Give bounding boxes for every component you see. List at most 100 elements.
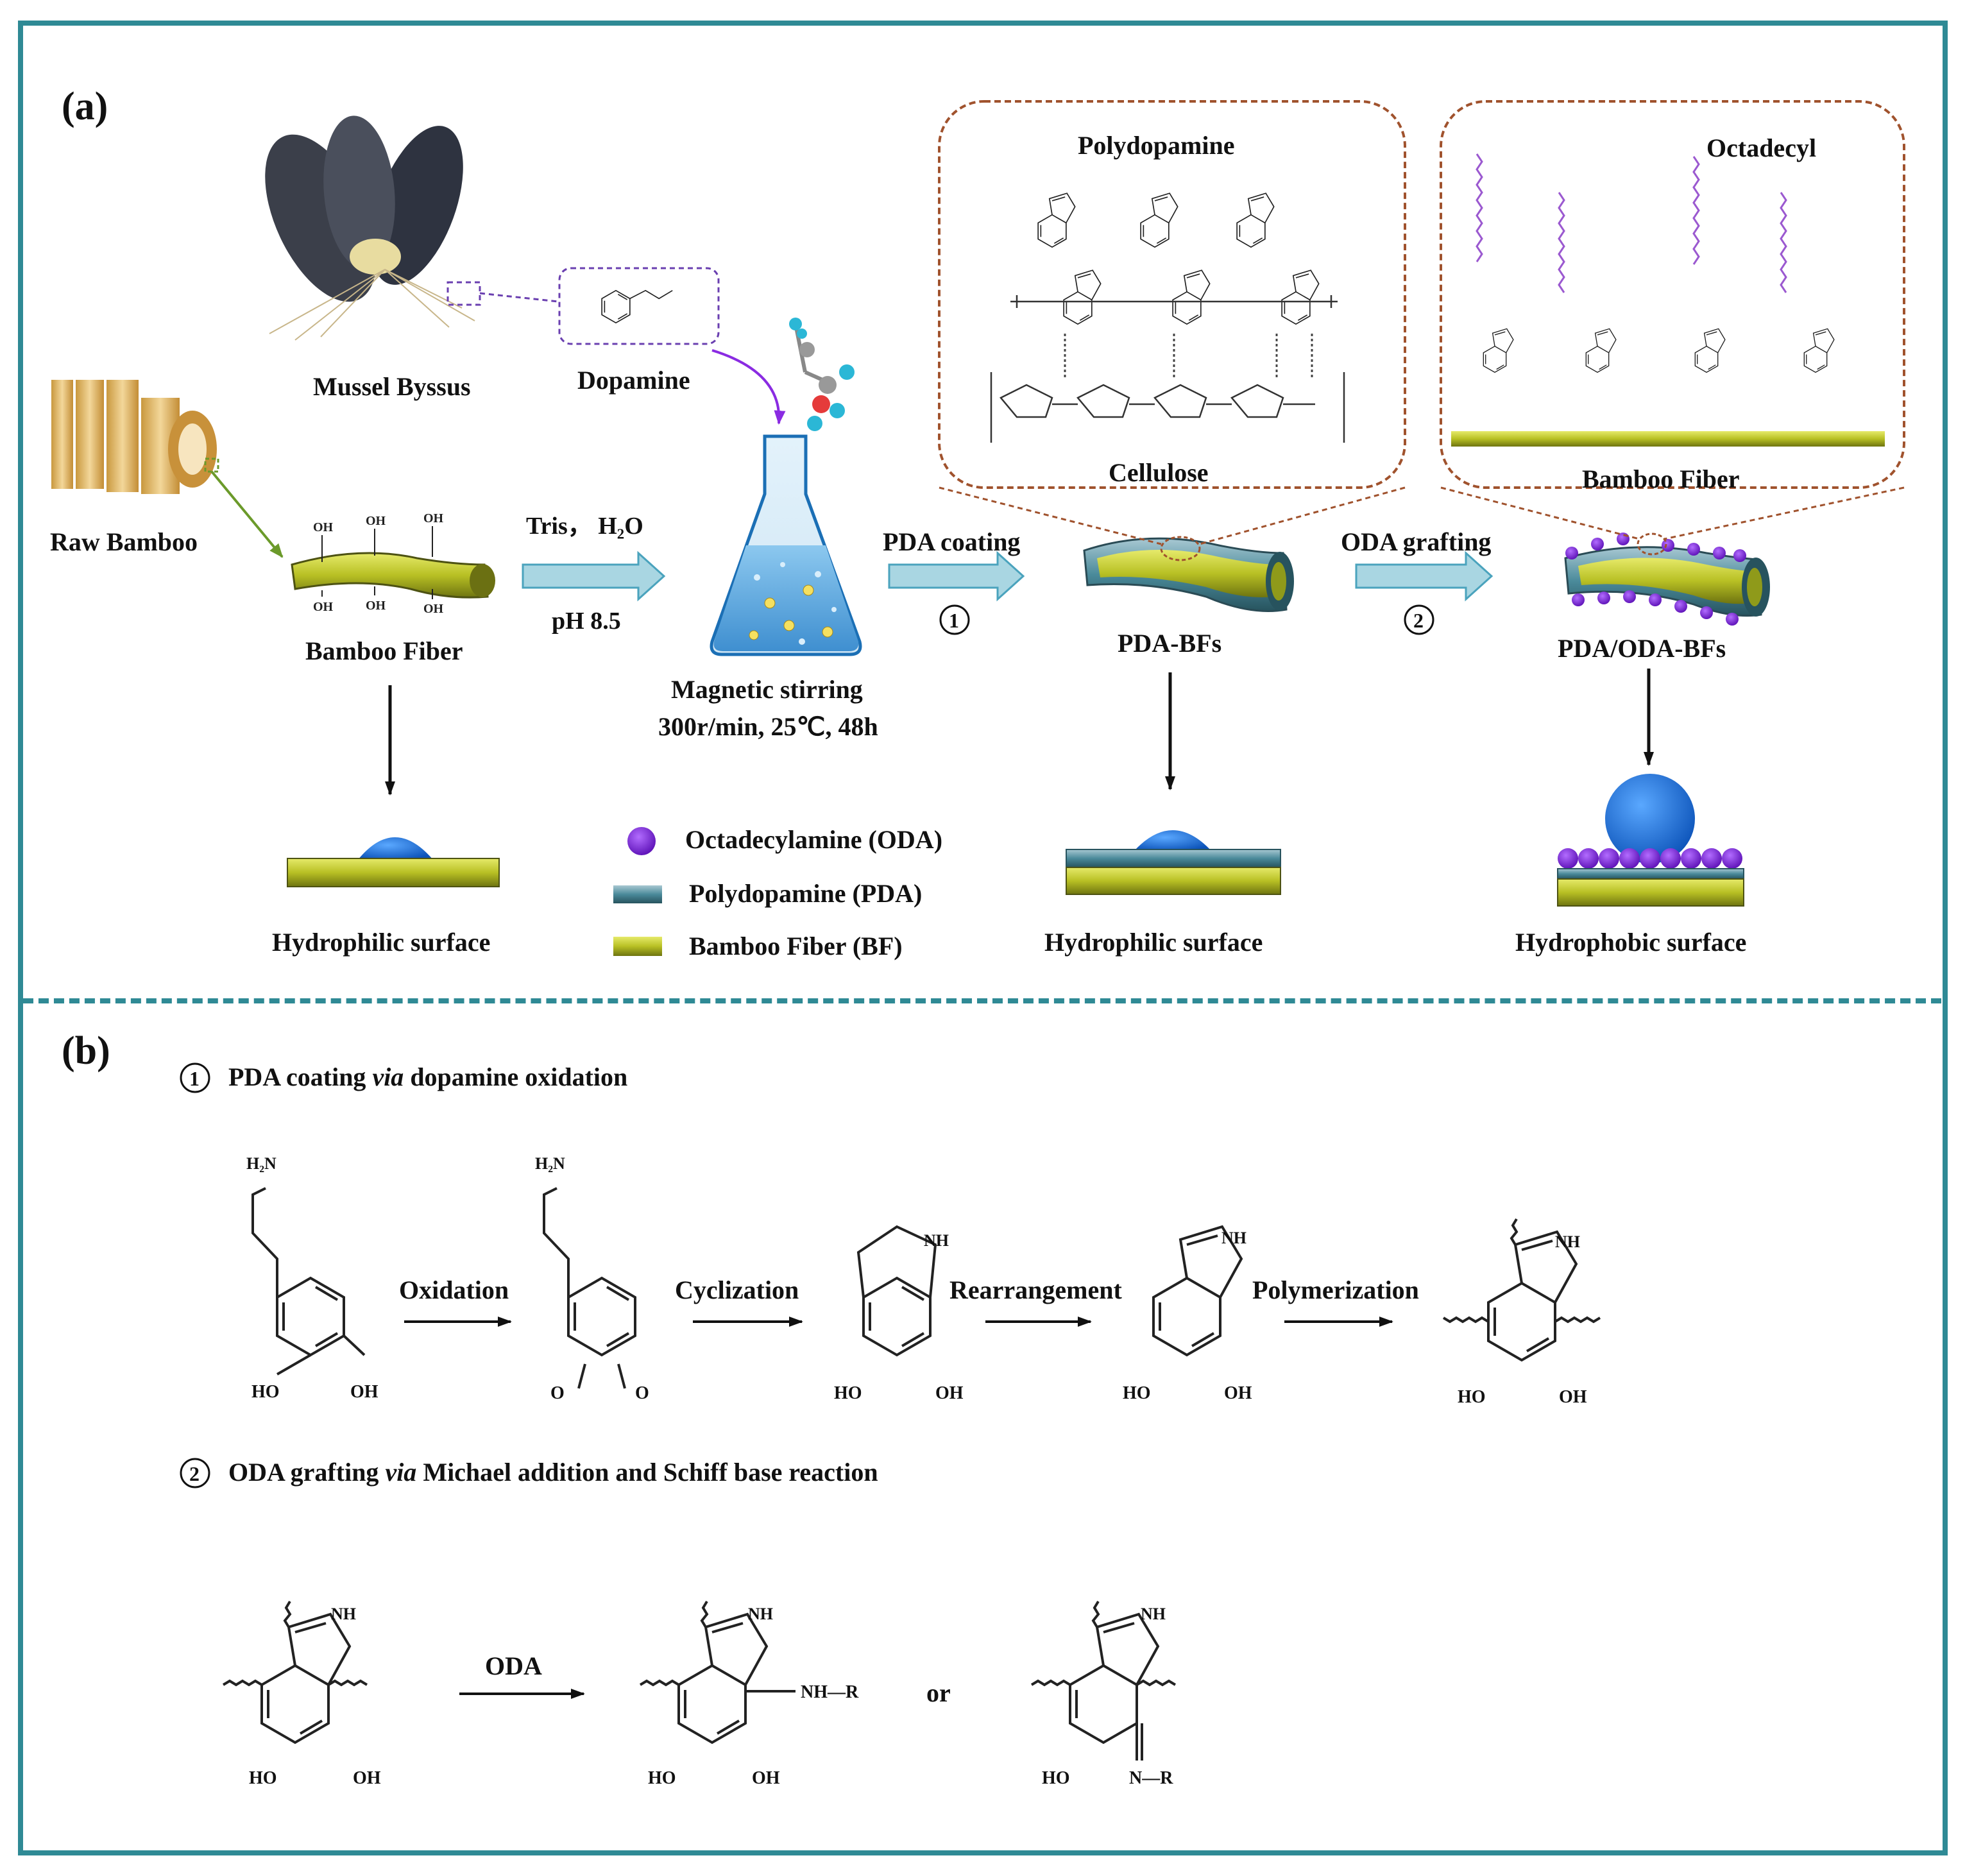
atom-nh-3: NH: [1555, 1232, 1580, 1251]
step1-circle: [939, 604, 970, 635]
polydopamine-inset: [938, 100, 1406, 489]
pda-zoom-marker: [1160, 536, 1201, 561]
stirring-label-2: 300r/min, 25℃, 48h: [658, 712, 878, 741]
oda-grafting-label: ODA grafting: [1341, 527, 1491, 556]
mol-dopaminequinone: [543, 1187, 636, 1389]
octadecyl-inset: [1440, 100, 1905, 489]
step-rearrangement: Rearrangement: [949, 1275, 1122, 1304]
panel-a-label: (a): [62, 85, 108, 128]
step2-circle: [1404, 604, 1434, 635]
legend-oda-marker: [627, 827, 656, 855]
atom-nh-1: NH: [924, 1231, 949, 1250]
section1-circle: [180, 1062, 210, 1093]
step-oxidation: Oxidation: [399, 1275, 509, 1304]
section1-title: PDA coating via dopamine oxidation: [228, 1062, 627, 1091]
mol-schiff-product: [1030, 1600, 1177, 1761]
tris-label: Tris， H₂O: [526, 513, 643, 540]
section1-number: 1: [189, 1067, 200, 1090]
hydrophilic-surface-bf: [287, 837, 500, 887]
figure-frame: [18, 21, 1948, 1855]
atom-oh-5: OH: [1559, 1387, 1587, 1407]
step1-number: 1: [949, 609, 959, 632]
byssus-zoom-box: [447, 281, 481, 306]
legend-pda-label: Polydopamine (PDA): [689, 879, 922, 908]
polydopamine-structure: [990, 192, 1345, 443]
inset1-bottom-label: Cellulose: [1109, 458, 1209, 487]
pda-bf-label: PDA-BFs: [1118, 629, 1221, 658]
atom-ho-4: HO: [1123, 1383, 1151, 1403]
inset1-connector-left: [939, 486, 1162, 545]
atom-oh-3: OH: [935, 1383, 964, 1403]
dopamine-structure-box: [558, 267, 720, 345]
surface3-label: Hydrophobic surface: [1515, 928, 1746, 957]
atom-ho-8: HO: [1042, 1768, 1070, 1788]
mol-leucodopaminechrome: [856, 1225, 937, 1356]
pda-oda-bf-shape: [1564, 533, 1770, 626]
atom-oh-1: OH: [350, 1382, 379, 1402]
process-arrow-oda: [1355, 550, 1493, 602]
dopamine-arrow: [711, 349, 786, 425]
octadecyl-chains: [1476, 153, 1787, 293]
step2-number: 2: [1413, 609, 1424, 632]
raw-bamboo-image: [51, 380, 217, 494]
pda-bf-shape: [1083, 537, 1294, 612]
atom-nh-5: NH: [748, 1605, 773, 1623]
dopamine-label: Dopamine: [577, 366, 690, 395]
atom-o-1: O: [550, 1383, 565, 1403]
dopamine-structure: [601, 289, 673, 324]
mol-dopamine: [251, 1187, 366, 1376]
atom-oh-6: OH: [353, 1768, 381, 1788]
raw-bamboo-label: Raw Bamboo: [50, 527, 198, 556]
atom-ho-3: HO: [834, 1383, 862, 1403]
flask-illustration: [710, 434, 862, 656]
or-label: or: [926, 1678, 951, 1707]
bamboo-arrow: [210, 470, 284, 558]
atom-oh-4: OH: [1224, 1383, 1252, 1403]
mol-pda-unit: [1442, 1218, 1601, 1361]
atom-nh-r: NH—R: [801, 1682, 859, 1702]
surface2-label: Hydrophilic surface: [1044, 928, 1263, 957]
legend-bf-marker: [613, 937, 662, 956]
bamboo-fiber-shape: [291, 552, 495, 599]
legend-pda-marker: [613, 885, 662, 903]
atom-n-r: N—R: [1129, 1768, 1173, 1788]
atom-ho-6: HO: [249, 1768, 277, 1788]
atom-nh-6: NH: [1141, 1605, 1166, 1623]
svg-text:OH: OH: [313, 520, 334, 534]
inset2-bottom-label: Bamboo Fiber: [1582, 465, 1740, 493]
pda-units-on-fiber: [1483, 328, 1835, 373]
legend-oda-label: Octadecylamine (ODA): [685, 825, 942, 854]
atom-h2n-1: H₂N: [246, 1154, 277, 1173]
inset1-title: Polydopamine: [1078, 131, 1234, 160]
atom-nh-4: NH: [331, 1605, 356, 1623]
section2-circle: [180, 1458, 210, 1488]
legend: Octadecylamine (ODA) Polydopamine (PDA) …: [613, 825, 942, 960]
atom-oh-7: OH: [752, 1768, 780, 1788]
hydrophilic-surface-pda: [1066, 830, 1281, 895]
atom-ho-1: HO: [251, 1382, 280, 1402]
mol-michael-product: [639, 1600, 796, 1744]
svg-text:OH: OH: [366, 599, 386, 613]
atom-nh-2: NH: [1221, 1229, 1247, 1247]
atom-ho-5: HO: [1458, 1387, 1486, 1407]
mol-pda-reactant: [222, 1600, 368, 1744]
mussel-label: Mussel Byssus: [313, 372, 471, 401]
stirring-label-1: Magnetic stirring: [671, 675, 863, 704]
process-arrow-tris: [522, 550, 666, 602]
svg-text:OH: OH: [423, 602, 444, 616]
bamboo-fiber-label: Bamboo Fiber: [305, 636, 463, 665]
inset2-fiber-bar: [1451, 431, 1885, 447]
process-arrow-pda: [888, 550, 1025, 602]
zoom-connector: [479, 292, 559, 303]
pda-coating-label: PDA coating: [883, 527, 1020, 556]
step-polymerization: Polymerization: [1252, 1275, 1419, 1304]
atom-ho-7: HO: [648, 1768, 676, 1788]
fiber-hydroxyl-labels: OH OH OH OH OH OH: [313, 511, 444, 616]
section2-title: ODA grafting via Michael addition and Sc…: [228, 1458, 878, 1487]
section2-number: 2: [189, 1462, 200, 1485]
oda-reagent-label: ODA: [485, 1651, 542, 1680]
oda-zoom-marker: [1637, 533, 1667, 556]
dopamine-3d-molecule: [789, 318, 855, 431]
atom-o-2: O: [635, 1383, 649, 1403]
